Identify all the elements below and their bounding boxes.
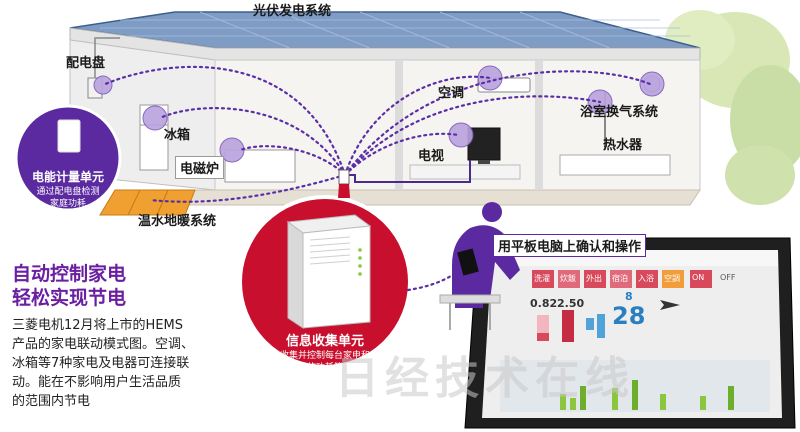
tablet-usage-graph	[500, 360, 770, 412]
wired-link-tv	[345, 160, 471, 183]
wall-divider-2	[535, 60, 543, 190]
collector-device	[286, 214, 372, 329]
collector-title: 信息收集单元	[285, 334, 364, 349]
user-tablet	[457, 248, 479, 276]
tablet-readout-2: 8	[625, 290, 633, 303]
watermark: 日经技术在线	[335, 353, 635, 404]
device-markers	[93, 65, 665, 163]
tablet-tab-4[interactable]: 入浴	[638, 274, 654, 283]
tv-cabinet	[409, 164, 521, 180]
meter-device	[57, 119, 81, 153]
label-panel: 配电盘	[66, 56, 106, 71]
chair	[439, 294, 501, 330]
collector-desc-line1: 收集并控制每台家电和	[279, 351, 370, 361]
tablet-bars	[537, 310, 605, 342]
meter-circle	[14, 104, 122, 212]
body-line5: 的范围内节电	[12, 394, 91, 409]
label-induction: 电磁炉	[175, 156, 225, 179]
body-line1: 三菱电机12月将上市的HEMS	[12, 318, 183, 333]
label-aircon: 空调	[438, 86, 465, 101]
airplane-icon	[660, 300, 680, 310]
label-water-heater: 热水器	[603, 138, 643, 153]
label-fridge: 冰箱	[164, 128, 191, 143]
headline-line2: 轻松实现节电	[12, 287, 127, 309]
floor-heating-tiles	[99, 189, 196, 216]
tablet-tab-1[interactable]: 炊飯	[560, 274, 576, 283]
tablet-readout-1: 2.50	[557, 297, 585, 310]
roof-grid	[90, 11, 690, 49]
label-floor-heating: 温水地暖系统	[138, 214, 217, 229]
label-tv: 电视	[418, 149, 445, 164]
tablet-tab-2[interactable]: 外出	[586, 274, 602, 283]
label-tablet-op: 用平板电脑上确认和操作	[493, 234, 647, 257]
body-line3: 冰箱等7种家电及电器可连接联	[12, 356, 190, 371]
headline-line1: 自动控制家电	[12, 263, 127, 285]
wireless-link-tablet	[406, 260, 472, 292]
collector-desc-line2: 电器的功耗等信息	[288, 363, 361, 373]
collector-hub-small	[338, 169, 350, 185]
meter-title: 电能计量单元	[31, 170, 104, 184]
collector-pointer	[338, 184, 350, 198]
wireless-links	[101, 65, 652, 203]
tablet-tab-tiles	[532, 270, 712, 288]
body-line4: 动。能在不影响用户生活品质	[12, 375, 182, 390]
label-solar: 光伏发电系统	[253, 4, 332, 19]
tablet-status-off[interactable]: OFF	[720, 273, 736, 282]
meter-desc-line1: 通过配电盘检测	[36, 187, 100, 197]
label-bath-fan: 浴室换气系统	[580, 105, 659, 120]
tablet-readout-0: 0.82	[530, 297, 558, 310]
house-floor	[118, 189, 701, 206]
tablet-status-on[interactable]: ON	[692, 273, 705, 282]
meter-desc-line2: 家庭功耗	[49, 199, 86, 209]
tablet-tab-0[interactable]: 洗濯	[534, 274, 550, 283]
bathtub	[559, 154, 671, 176]
body-line2: 产品的家电联动模式图。空调、	[12, 337, 195, 352]
tablet-big-number: 28	[612, 302, 646, 330]
tablet-tab-3[interactable]: 宿泊	[612, 274, 628, 283]
panel-wire	[94, 37, 120, 78]
tablet-tab-5[interactable]: 空調	[664, 274, 680, 283]
wall-divider-1	[395, 60, 403, 190]
